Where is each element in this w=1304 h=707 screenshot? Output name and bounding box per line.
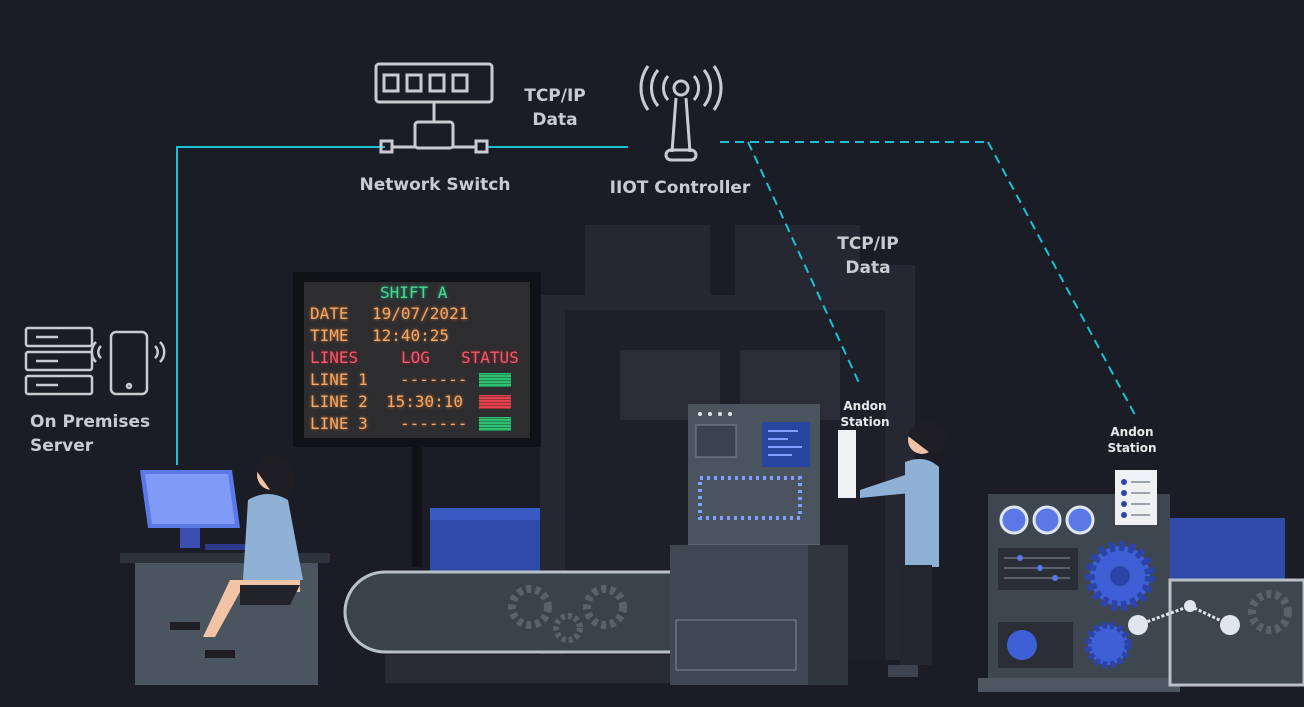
status-indicator-fault [479,395,511,409]
board-date-value: 19/07/2021 [372,304,469,323]
andon-station-label-1: Andon Station [840,399,890,429]
control-console [670,404,848,685]
andon-station-panel-2 [1115,470,1157,525]
conveyor-belt [343,508,687,683]
board-title: SHIFT A [380,283,448,302]
phone-icon [90,330,166,396]
status-indicator-ok [479,373,511,387]
network-links [176,141,1136,465]
gear-machine [978,494,1304,692]
board-time-label: TIME [310,326,349,345]
board-date-label: DATE [310,304,349,323]
board-header-lines: LINES [310,348,359,367]
board-row-line: LINE 3 [310,414,368,433]
andon-station-panel-1 [838,430,856,498]
board-row-log: ------- [400,370,468,389]
board-row-line: LINE 2 [310,392,368,411]
desk-operator-person [170,455,303,658]
server-label: On Premises Server [30,412,151,456]
network-switch-icon [374,62,494,154]
board-header-log: LOG [401,348,430,367]
link-label-controller-andon: TCP/IP Data [837,234,899,278]
board-row-log: ------- [400,414,468,433]
board-row-log: 15:30:10 [386,392,464,411]
iiot-controller-icon [639,65,723,162]
andon-station-label-2: Andon Station [1107,425,1157,455]
standing-operator-person [860,420,948,677]
iiot-controller-label: IIOT Controller [609,178,751,198]
board-time-value: 12:40:25 [372,326,450,345]
network-switch-label: Network Switch [359,175,511,195]
andon-display-board: SHIFT A DATE 19/07/2021 TIME 12:40:25 LI… [304,282,530,438]
link-label-switch-controller: TCP/IP Data [524,86,586,130]
server-icon [24,326,94,396]
board-header-status: STATUS [461,348,519,367]
board-row-line: LINE 1 [310,370,368,389]
status-indicator-ok [479,417,511,431]
